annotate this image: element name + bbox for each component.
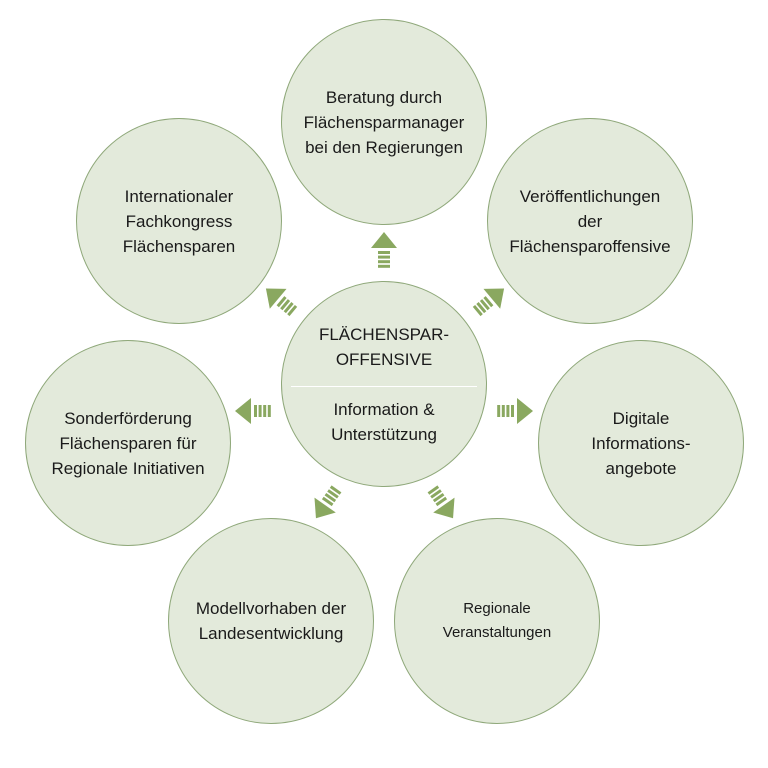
arrow-top-right-icon bbox=[472, 288, 505, 317]
node-fachkongress: Internationaler Fachkongress Flächenspar… bbox=[76, 118, 282, 324]
node-beratung: Beratung durch Flächensparmanager bei de… bbox=[281, 19, 487, 225]
center-node: FLÄCHENSPAR- OFFENSIVE Information & Unt… bbox=[281, 281, 487, 487]
node-digitale-angebote-label: Digitale Informations- angebote bbox=[591, 408, 691, 478]
arrow-right-icon bbox=[497, 398, 533, 424]
node-sonderfoerderung-label: Sonderförderung Flächensparen für Region… bbox=[51, 408, 205, 478]
node-beratung-label: Beratung durch Flächensparmanager bei de… bbox=[303, 87, 465, 157]
node-modellvorhaben: Modellvorhaben der Landesentwicklung bbox=[168, 518, 374, 724]
center-subtitle: Information & Unterstützung bbox=[331, 399, 437, 444]
center-title: FLÄCHENSPAR- OFFENSIVE bbox=[318, 324, 450, 369]
arrow-bottom-left-icon bbox=[314, 485, 342, 519]
node-regionale-veranstaltungen: Regionale Veranstaltungen bbox=[394, 518, 600, 724]
arrow-top-icon bbox=[371, 232, 397, 268]
arrow-top-left-icon bbox=[265, 288, 298, 317]
node-sonderfoerderung: Sonderförderung Flächensparen für Region… bbox=[25, 340, 231, 546]
node-veroeffentlichungen: Veröffentlichungen der Flächensparoffens… bbox=[487, 118, 693, 324]
arrow-left-icon bbox=[235, 398, 271, 424]
node-regionale-veranstaltungen-label: Regionale Veranstaltungen bbox=[442, 600, 552, 641]
node-modellvorhaben-label: Modellvorhaben der Landesentwicklung bbox=[195, 599, 347, 643]
center-divider bbox=[291, 385, 477, 387]
node-digitale-angebote: Digitale Informations- angebote bbox=[538, 340, 744, 546]
node-veroeffentlichungen-label: Veröffentlichungen der Flächensparoffens… bbox=[509, 186, 671, 256]
node-fachkongress-label: Internationaler Fachkongress Flächenspar… bbox=[122, 186, 236, 256]
arrow-bottom-right-icon bbox=[427, 485, 455, 519]
